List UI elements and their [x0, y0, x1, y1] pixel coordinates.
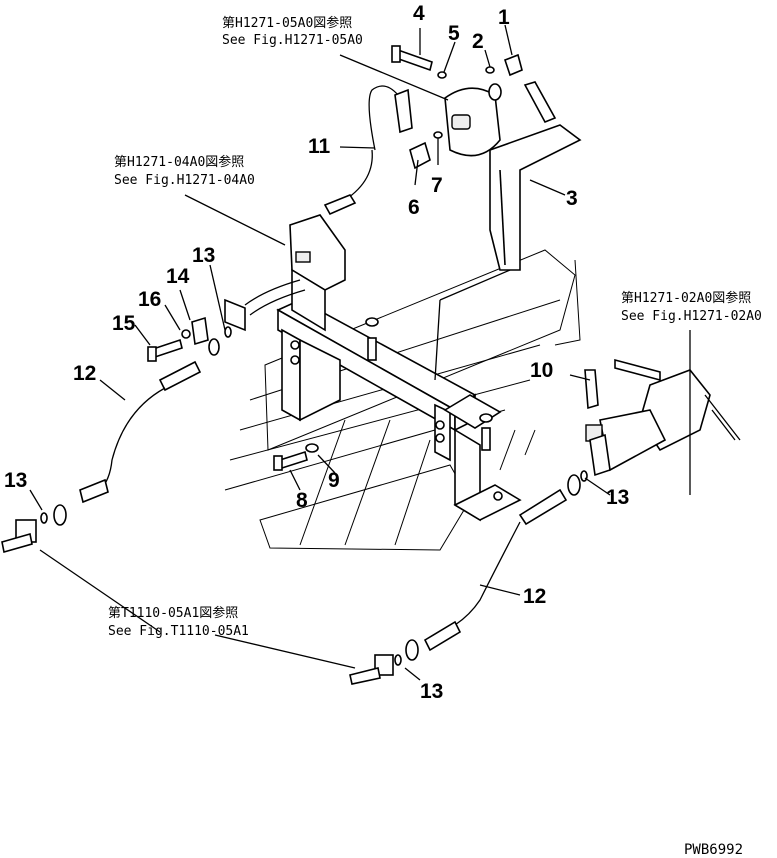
callout-12-right: 12: [523, 585, 546, 608]
callout-1: 1: [498, 6, 510, 29]
right-lower-bracket: [443, 394, 522, 522]
reference-fig-t1110-05a1: 第T1110-05A1図参照 See Fig.T1110-05A1: [108, 605, 249, 639]
reference-fig-h1271-02a0: 第H1271-02A0図参照 See Fig.H1271-02A0: [621, 290, 762, 324]
reference-fig-h1271-05a0: 第H1271-05A0図参照 See Fig.H1271-05A0: [222, 15, 363, 48]
leader-lines: [29, 24, 691, 681]
left-hose-12: [1, 360, 202, 554]
callout-15: 15: [112, 312, 136, 335]
callout-14: 14: [166, 265, 190, 288]
top-fittings: [391, 45, 557, 170]
callout-4: 4: [413, 2, 425, 25]
pump-body: [444, 83, 502, 157]
reference-fig-h1271-04a0: 第H1271-04A0図参照 See Fig.H1271-04A0: [114, 154, 255, 188]
callout-13-bottom: 13: [420, 680, 443, 703]
upper-bracket: [434, 124, 582, 381]
reference-jp-text: 第H1271-05A0図参照: [222, 15, 352, 31]
callout-13-top: 13: [192, 244, 215, 267]
callout-13-right: 13: [606, 486, 629, 509]
drawing-code: PWB6992: [684, 842, 743, 858]
callout-8: 8: [296, 489, 308, 512]
reference-jp-text: 第H1271-02A0図参照: [621, 290, 751, 306]
right-hose-12: [349, 433, 611, 685]
callout-2: 2: [472, 30, 484, 53]
callout-7: 7: [431, 174, 443, 197]
callout-10: 10: [530, 359, 553, 382]
callout-13-left: 13: [4, 469, 27, 492]
callout-11: 11: [308, 135, 331, 158]
reference-en-text: See Fig.H1271-02A0: [621, 309, 762, 324]
callout-12-left: 12: [73, 362, 96, 385]
reference-jp-text: 第H1271-04A0図参照: [114, 154, 244, 170]
callout-numbers: 1 2 3 4 5 6 7 8 9 10 11 12 12 13 13 13 1…: [4, 2, 629, 703]
callout-9: 9: [328, 469, 340, 492]
callout-16: 16: [138, 288, 161, 311]
valve-block: [289, 214, 346, 332]
hose-11: [323, 85, 413, 216]
right-valve: [584, 358, 741, 472]
reference-jp-text: 第T1110-05A1図参照: [108, 605, 238, 621]
bolt-8-washer-9: [273, 317, 493, 471]
callout-6: 6: [408, 196, 420, 219]
callout-5: 5: [448, 22, 460, 45]
callout-3: 3: [566, 187, 578, 210]
pipe-left: [224, 279, 306, 332]
reference-en-text: See Fig.H1271-04A0: [114, 173, 255, 188]
reference-en-text: See Fig.H1271-05A0: [222, 33, 363, 48]
reference-en-text: See Fig.T1110-05A1: [108, 624, 249, 639]
left-flange-parts: [147, 316, 232, 362]
